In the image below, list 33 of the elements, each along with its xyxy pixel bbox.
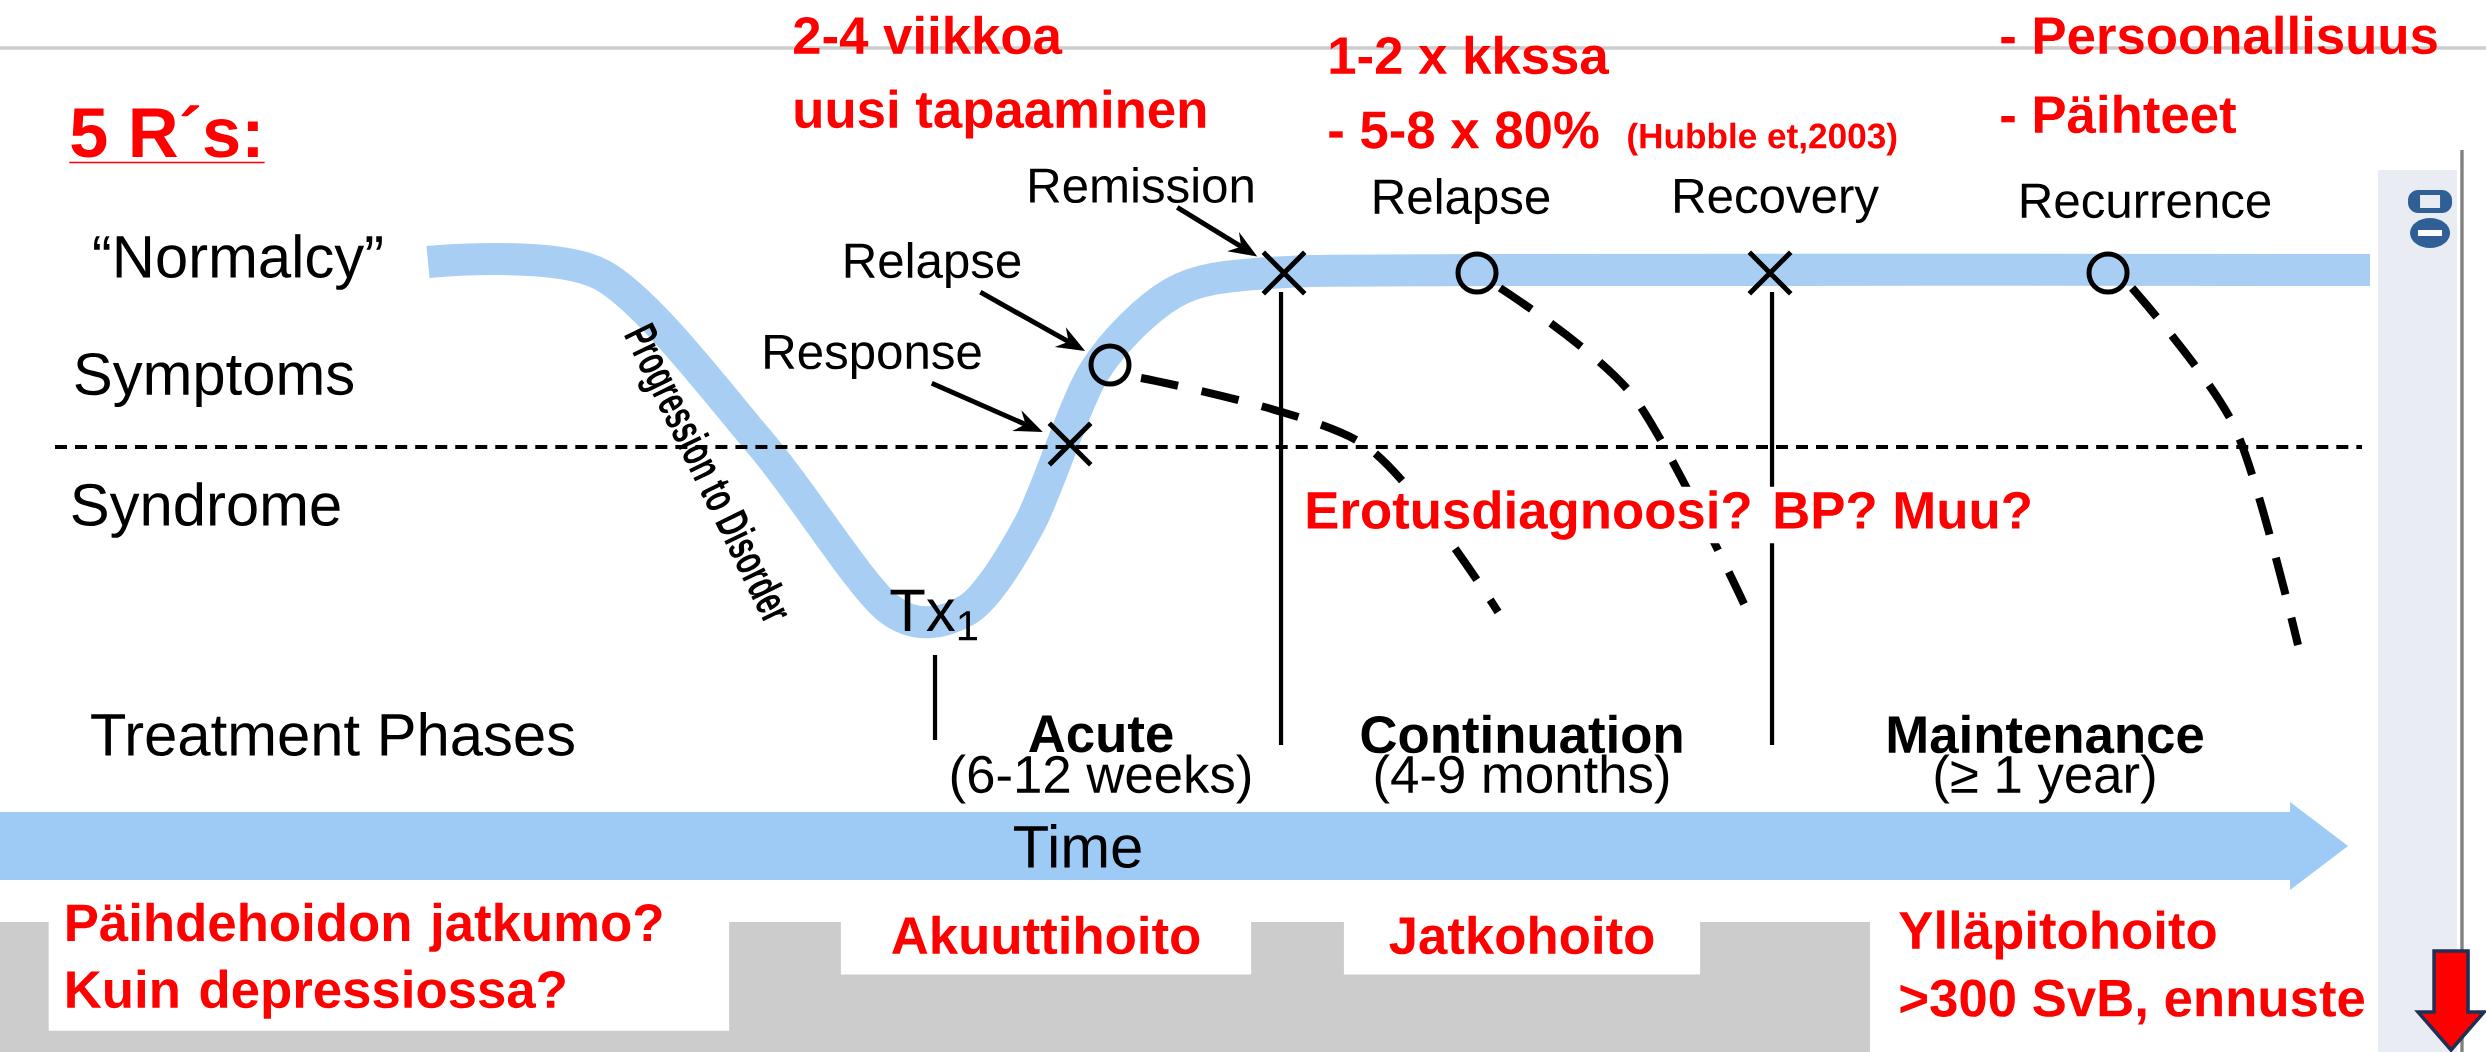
note-text: - Persoonallisuus — [2001, 15, 2437, 55]
phase-duration: (6-12 weeks) — [951, 754, 1251, 804]
marker-label: Response — [765, 334, 981, 380]
phase-label: Acute — [1029, 715, 1173, 753]
phase-duration: (≥ 1 year) — [1935, 754, 2155, 804]
note-text: Erotusdiagnoosi? BP? Muu? — [1300, 486, 2037, 544]
circle-marker — [2086, 251, 2130, 295]
note-text: 1-2 x kkssa — [1330, 35, 1610, 75]
citation-text: (Hubble et,2003) — [1628, 122, 1897, 156]
note-box: Akuuttihoito — [840, 895, 1252, 975]
treatment-label: Tx$_{1}$ — [890, 589, 977, 641]
circle-marker — [1455, 251, 1499, 295]
marker-label: Recurrence — [2021, 183, 2271, 219]
marker-label: Relapse — [845, 242, 1021, 288]
note-text: uusi tapaaminen — [795, 89, 1206, 139]
axis-label: “Normalcy” — [94, 234, 382, 290]
note-text: >300 SvB, ennuste — [1900, 979, 2364, 1025]
note-box: Jatkohoito — [1343, 895, 1701, 975]
cross-marker — [1746, 249, 1794, 297]
marker-label: Recovery — [1675, 178, 1879, 224]
marker-label: Relapse — [1374, 178, 1550, 224]
axis-label: Symptoms — [75, 352, 354, 408]
note-text: - 5-8 x 80% — [1329, 111, 1599, 149]
cross-marker — [1046, 420, 1094, 468]
heading: 5 R´s: — [68, 105, 266, 164]
note-text: 2-4 viikkoa — [794, 15, 1063, 55]
cross-marker — [1260, 249, 1308, 297]
marker-label: Remission — [1030, 166, 1253, 204]
axis-label: Syndrome — [72, 482, 340, 538]
note-text: - Päihteet — [2001, 94, 2236, 134]
note-box: Päihdehoidon jatkumo? Kuin depressiossa? — [48, 890, 730, 1031]
phase-duration: (4-9 months) — [1375, 754, 1669, 804]
circle-marker — [1088, 343, 1132, 387]
